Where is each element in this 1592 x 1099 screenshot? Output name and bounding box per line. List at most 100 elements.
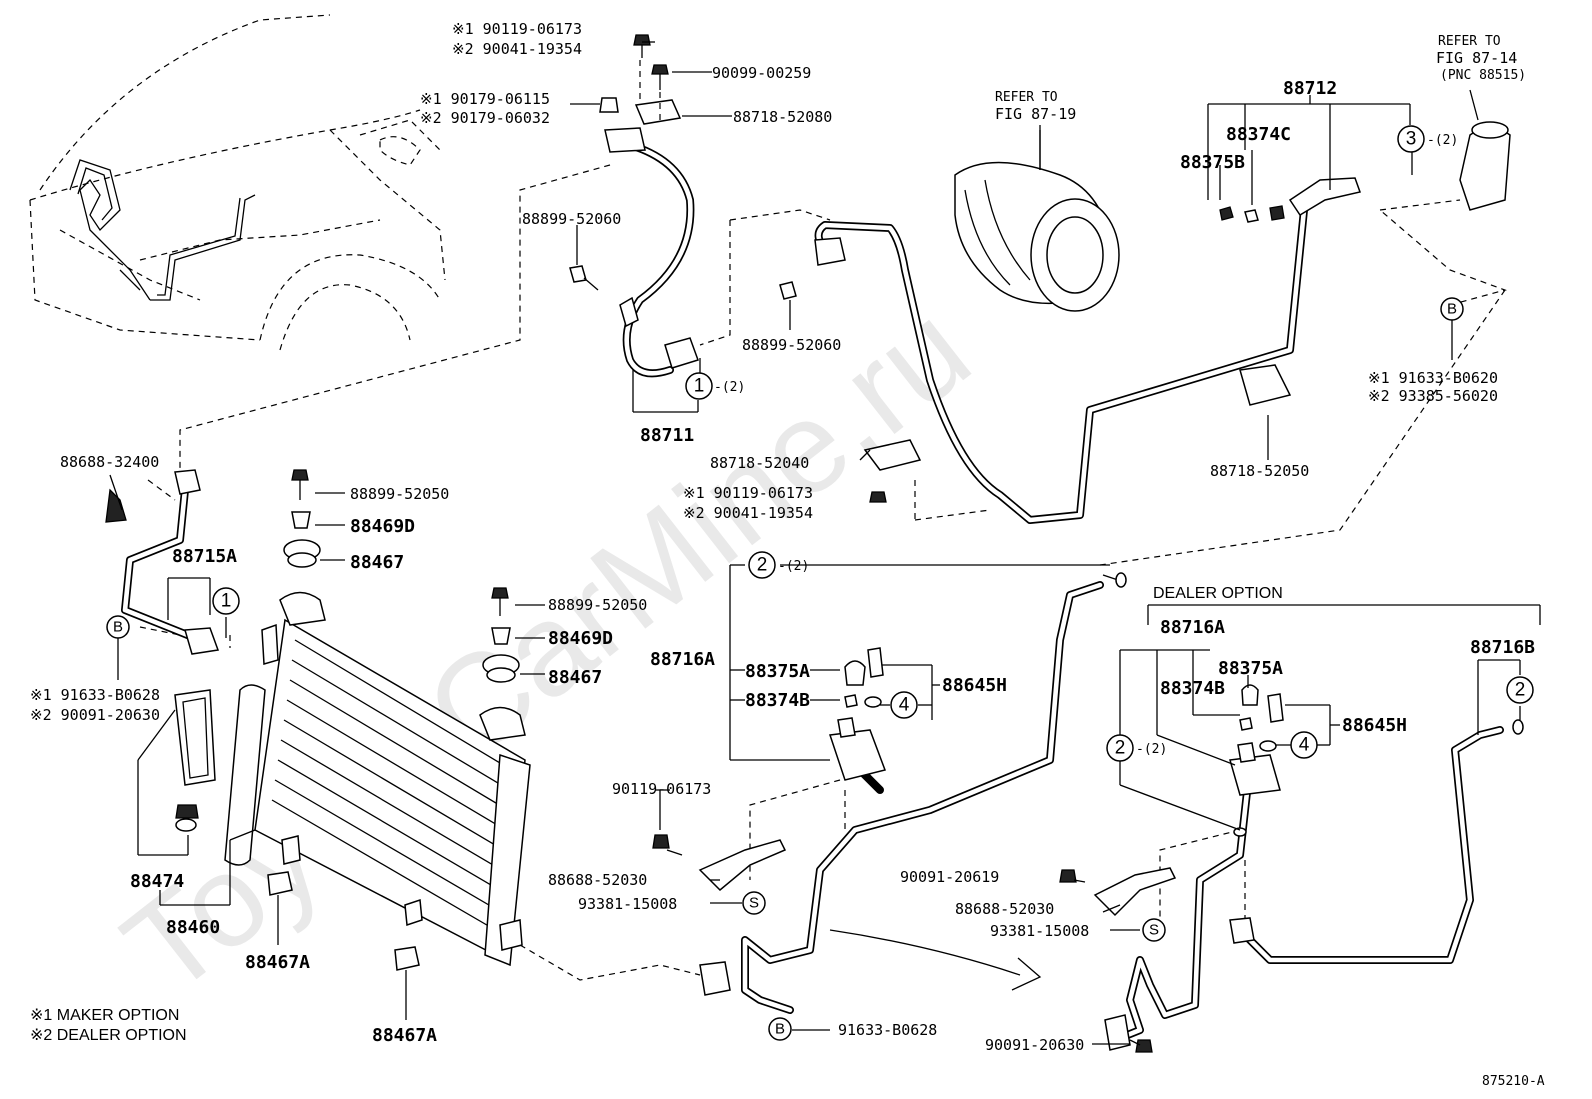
svg-text:4: 4 (899, 695, 910, 716)
reference-fig87-14-line1: REFER TO (1438, 34, 1501, 49)
seal-88474 (174, 689, 216, 832)
label-88712: 88712 (1283, 78, 1337, 99)
label-88467A-b: 88467A (372, 1025, 437, 1046)
label-90119-06173-top: ※1 90119-06173 (452, 20, 582, 38)
label-88715A: 88715A (172, 546, 237, 567)
direction-arrow (829, 929, 1021, 976)
callout-4-middle: 4 (890, 691, 918, 719)
hose-88711 (604, 127, 699, 378)
label-88645H-a: 88645H (942, 675, 1007, 696)
label-90091-20619: 90091-20619 (900, 868, 999, 886)
label-90179-06115: ※1 90179-06115 (420, 90, 550, 108)
label-88474: 88474 (130, 871, 184, 892)
pressure-switch-illustration (1459, 89, 1511, 211)
callout-1-top: 1 -(2) (685, 372, 745, 400)
discharge-pipe (779, 177, 1361, 524)
label-88711: 88711 (640, 425, 694, 446)
label-91633-B0628-a: ※1 91633-B0628 (30, 686, 160, 704)
svg-text:B: B (113, 619, 123, 636)
label-88375A-b: 88375A (1218, 658, 1283, 679)
label-88899-52060-a: 88899-52060 (522, 210, 621, 228)
label-90091-20630-b: 90091-20630 (985, 1036, 1084, 1054)
label-91633-B0620: ※1 91633-B0620 (1368, 369, 1498, 387)
note-dealer-option: ※2 DEALER OPTION (30, 1027, 187, 1044)
svg-text:-(2): -(2) (1136, 742, 1167, 757)
condenser-illustration (224, 591, 531, 967)
label-88899-52060-b: 88899-52060 (742, 336, 841, 354)
label-90179-06032: ※2 90179-06032 (420, 109, 550, 127)
callout-S-middle: S (742, 891, 766, 915)
vehicle-outline-illustration (29, 14, 446, 351)
callout-1-left: 1 (212, 587, 240, 615)
label-88716A-a: 88716A (650, 649, 715, 670)
callout-4-right: 4 (1290, 731, 1318, 759)
label-88718-52040: 88718-52040 (710, 454, 809, 472)
label-93385-56020: ※2 93385-56020 (1368, 387, 1498, 405)
svg-text:B: B (775, 1021, 785, 1038)
callout-B-bottom: B (768, 1017, 792, 1041)
pipe-88715A (105, 469, 220, 655)
svg-text:2: 2 (1115, 738, 1126, 759)
label-88374C: 88374C (1226, 124, 1291, 145)
mount-parts (283, 469, 520, 683)
svg-text:3: 3 (1406, 129, 1417, 150)
label-88374B-b: 88374B (1160, 678, 1225, 699)
label-93381-15008-a: 93381-15008 (578, 895, 677, 913)
svg-text:2: 2 (757, 555, 768, 576)
label-88469D-b: 88469D (548, 628, 613, 649)
label-88899-52050-b: 88899-52050 (548, 596, 647, 614)
label-88460: 88460 (166, 917, 220, 938)
label-dealer-option-section: DEALER OPTION (1153, 585, 1283, 602)
label-88718-52050: 88718-52050 (1210, 462, 1309, 480)
svg-text:-(2): -(2) (778, 559, 809, 574)
label-88899-52050-a: 88899-52050 (350, 485, 449, 503)
callout-B-right: B (1440, 297, 1464, 321)
label-88467-a: 88467 (350, 552, 404, 573)
label-90119-06173-low: 90119-06173 (612, 780, 711, 798)
bolt-icon (569, 34, 682, 291)
label-88375B: 88375B (1180, 152, 1245, 173)
label-88469D-a: 88469D (350, 516, 415, 537)
note-maker-option: ※1 MAKER OPTION (30, 1007, 179, 1024)
svg-text:2: 2 (1515, 680, 1526, 701)
label-90041-19354-mid: ※2 90041-19354 (683, 504, 813, 522)
svg-text:1: 1 (694, 376, 705, 397)
label-93381-15008-b: 93381-15008 (990, 922, 1089, 940)
label-88375A-a: 88375A (745, 661, 810, 682)
dealer-option-pipes (1093, 726, 1504, 1051)
label-88645H-b: 88645H (1342, 715, 1407, 736)
reference-fig87-14-line3: (PNC 88515) (1440, 68, 1526, 83)
pipe-88716A (698, 581, 1104, 1014)
callout-S-right: S (1142, 918, 1166, 942)
reference-fig87-19-line2: FIG 87-19 (995, 105, 1076, 123)
label-88688-52030-b: 88688-52030 (955, 900, 1054, 918)
watermark: ToyotaCarMine.ru (97, 275, 995, 1022)
label-88688-32400: 88688-32400 (60, 453, 159, 471)
callout-leader-lines-middle (655, 564, 1110, 1031)
callout-2-right-a: 2 -(2) (1106, 734, 1167, 762)
svg-text:-(2): -(2) (1427, 133, 1458, 148)
label-90041-19354-top: ※2 90041-19354 (452, 40, 582, 58)
cushion-88467A (267, 871, 420, 971)
compressor-illustration (954, 130, 1120, 312)
label-90091-20630-a: ※2 90091-20630 (30, 706, 160, 724)
label-88688-52030-a: 88688-52030 (548, 871, 647, 889)
label-88374B-a: 88374B (745, 690, 810, 711)
reference-fig87-14-line2: FIG 87-14 (1436, 49, 1517, 67)
callout-3: 3 -(2) (1397, 125, 1458, 153)
svg-text:1: 1 (221, 591, 232, 612)
svg-text:S: S (1149, 922, 1159, 939)
label-88467A-a: 88467A (245, 952, 310, 973)
label-88467-b: 88467 (548, 667, 602, 688)
callout-2-right-b: 2 (1506, 676, 1534, 704)
callout-B-left: B (106, 615, 130, 639)
svg-text:B: B (1447, 301, 1457, 318)
label-90119-06173-mid: ※1 90119-06173 (683, 484, 813, 502)
svg-text:S: S (749, 895, 759, 912)
label-88716A-b: 88716A (1160, 617, 1225, 638)
callout-2-middle: 2 -(2) (748, 551, 809, 579)
label-91633-B0628-b: 91633-B0628 (838, 1021, 937, 1039)
reference-fig87-19-line1: REFER TO (995, 90, 1058, 105)
svg-text:4: 4 (1299, 735, 1310, 756)
